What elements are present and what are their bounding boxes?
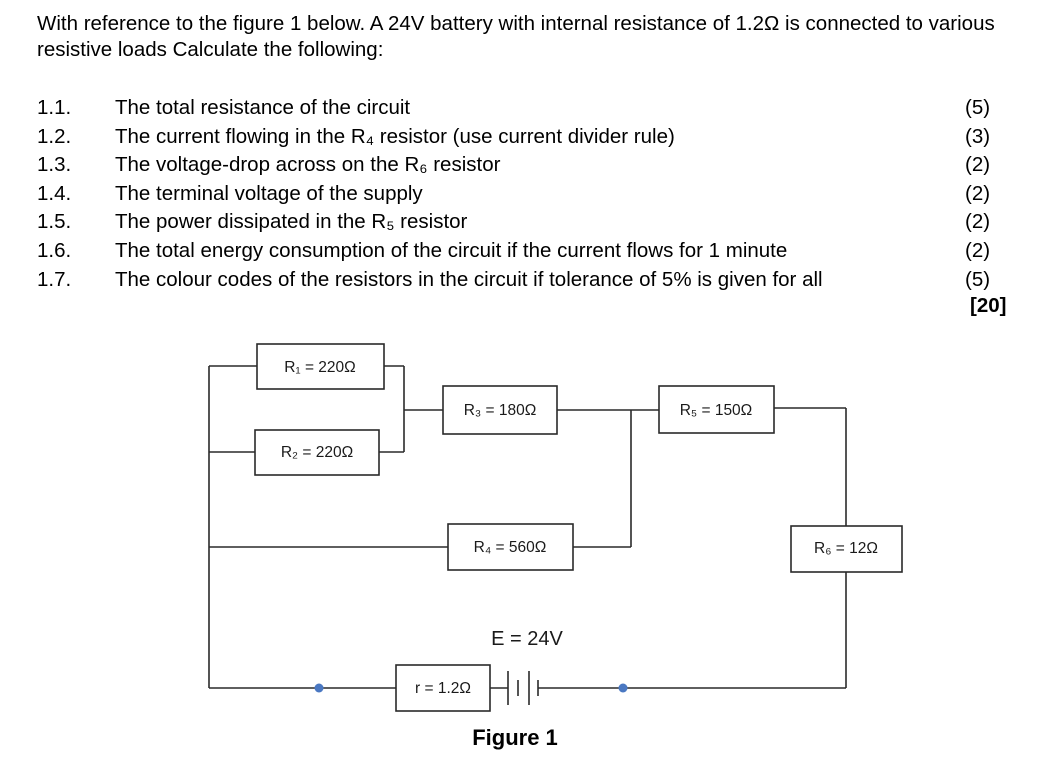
resistor-label: r = 1.2Ω: [415, 680, 471, 697]
question-item: 1.3. The voltage-drop across on the R₆ r…: [37, 151, 1017, 180]
question-text: The total resistance of the circuit: [115, 96, 411, 119]
question-number: 1.1.: [37, 96, 72, 119]
resistor-label: R₂ = 220Ω: [281, 444, 353, 461]
question-item: 1.7. The colour codes of the resistors i…: [37, 266, 1017, 295]
resistor-body: [790, 525, 903, 573]
resistor-r1: R₁ = 220Ω: [256, 343, 385, 390]
question-marks: (2): [965, 210, 991, 234]
resistor-body: [256, 343, 385, 390]
resistor-label: R₅ = 150Ω: [680, 402, 753, 419]
resistor-r4: R₄ = 560Ω: [447, 523, 574, 571]
circuit-wires: [208, 365, 847, 689]
question-text: The power dissipated in the R₅ resistor: [115, 210, 468, 234]
question-marks: (2): [965, 238, 991, 262]
figure-caption: Figure 1: [472, 725, 558, 750]
resistor-label: R₃ = 180Ω: [464, 402, 537, 419]
question-marks: (5): [965, 267, 991, 291]
question-number: 1.7.: [37, 267, 72, 291]
question-number: 1.3.: [37, 153, 72, 177]
resistor-body: [447, 523, 574, 571]
battery-symbol: [507, 671, 539, 705]
question-item: 1.6. The total energy consumption of the…: [37, 237, 1017, 266]
resistor-label: R₄ = 560Ω: [474, 539, 547, 556]
resistor-r2: R₂ = 220Ω: [254, 429, 380, 476]
question-text: The total energy consumption of the circ…: [115, 238, 788, 262]
terminal-dot: [314, 683, 324, 693]
question-marks: (2): [965, 181, 991, 205]
resistor-body: [395, 664, 491, 712]
question-marks: (3): [965, 124, 991, 148]
question-number: 1.6.: [37, 238, 72, 262]
emf-label: E = 24V: [491, 628, 563, 650]
question-marks: (5): [965, 96, 991, 119]
resistor-body: [658, 385, 775, 434]
total-marks: [20]: [970, 294, 1007, 317]
question-item: 1.5. The power dissipated in the R₅ resi…: [37, 208, 1017, 237]
resistor-r5: R₅ = 150Ω: [658, 385, 775, 434]
question-marks: (2): [965, 153, 991, 177]
question-number: 1.5.: [37, 210, 72, 234]
question-item: 1.2. The current flowing in the R₄ resis…: [37, 123, 1017, 152]
question-intro: With reference to the figure 1 below. A …: [37, 12, 995, 61]
question-item: 1.1. The total resistance of the circuit…: [37, 94, 1017, 123]
question-text: The current flowing in the R₄ resistor (…: [115, 124, 675, 148]
question-number: 1.2.: [37, 124, 72, 148]
question-item: 1.4. The terminal voltage of the supply …: [37, 180, 1017, 209]
resistor-body: [254, 429, 380, 476]
question-text: The terminal voltage of the supply: [115, 181, 423, 205]
resistor-r3: R₃ = 180Ω: [442, 385, 558, 435]
question-text: The colour codes of the resistors in the…: [115, 267, 823, 291]
question-number: 1.4.: [37, 181, 72, 205]
resistor-body: [442, 385, 558, 435]
question-list: 1.1. The total resistance of the circuit…: [37, 94, 1017, 294]
question-text: The voltage-drop across on the R₆ resist…: [115, 153, 501, 177]
resistor-label: R₆ = 12Ω: [814, 540, 878, 557]
resistor-r6: R₆ = 12Ω: [790, 525, 903, 573]
terminal-dot: [618, 683, 628, 693]
internal-resistance: r = 1.2Ω: [395, 664, 491, 712]
resistor-label: R₁ = 220Ω: [284, 359, 356, 376]
